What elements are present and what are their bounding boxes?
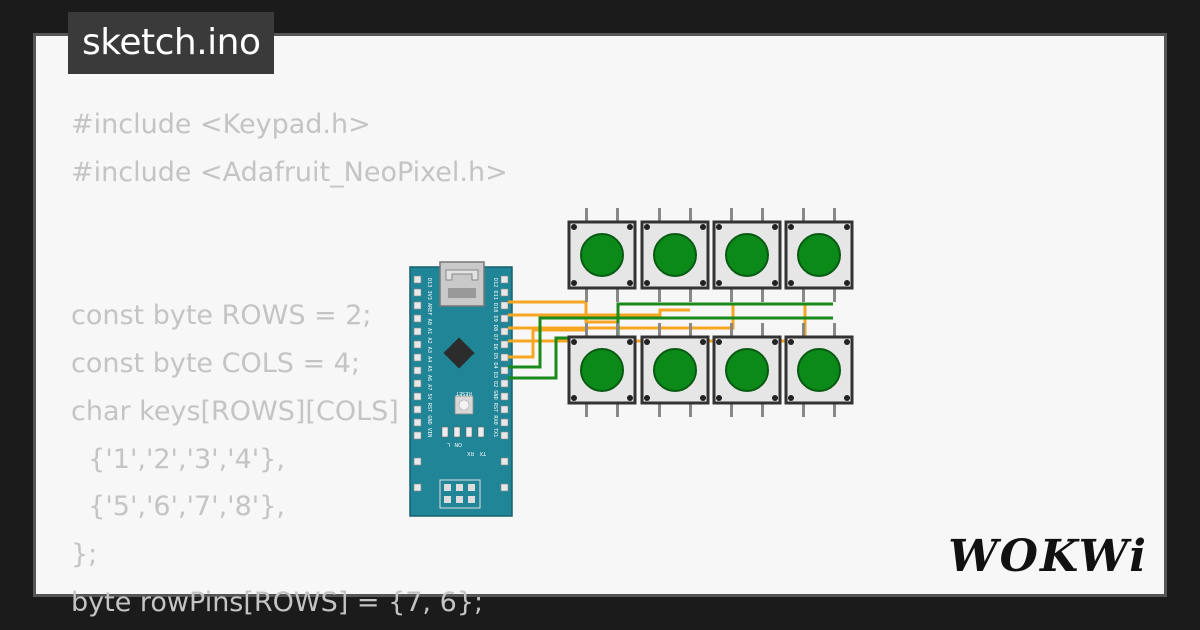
usb-detail [445, 269, 479, 281]
pushbutton-5[interactable] [567, 323, 637, 417]
on-label: ON [454, 441, 462, 447]
status-leds [441, 426, 485, 438]
pushbutton-6[interactable] [640, 323, 710, 417]
tx-label: TX [479, 450, 487, 456]
pushbutton-4[interactable] [784, 208, 854, 302]
wokwi-logo: WOKWi [948, 531, 1148, 582]
code-preview: #include <Keypad.h> #include <Adafruit_N… [71, 101, 508, 627]
icsp-header [439, 479, 481, 509]
pushbutton-7[interactable] [712, 323, 782, 417]
board-pcb [409, 266, 513, 517]
pushbutton-2[interactable] [640, 208, 710, 302]
pushbutton-1[interactable] [567, 208, 637, 302]
reset-label: RESET [455, 390, 472, 396]
code-line: }; [71, 539, 98, 571]
pushbutton-3[interactable] [712, 208, 782, 302]
code-line: byte rowPins[ROWS] = {7, 6}; [71, 586, 484, 618]
code-line: {'1','2','3','4'}, [71, 443, 285, 475]
usb-port [448, 288, 476, 298]
usb-connector [439, 261, 485, 307]
code-line: #include <Adafruit_NeoPixel.h> [71, 156, 508, 188]
wire-row-1[interactable] [508, 316, 833, 369]
code-line: const byte ROWS = 2; [71, 300, 372, 332]
right-pin-labels: D12 D11 D10 D9 D8 D7 D6 D5 D4 D3 D2 GND … [492, 278, 498, 437]
rx-label: RX [467, 450, 474, 456]
preview-card: #include <Keypad.h> #include <Adafruit_N… [33, 33, 1167, 618]
code-line: {'5','6','7','8'}, [71, 491, 285, 523]
code-line: const byte COLS = 4; [71, 347, 360, 379]
left-pin-labels: D13 3V3 AREF A0 A1 A2 A3 A4 A5 A6 A7 5V … [426, 278, 432, 437]
reset-button-cap[interactable] [458, 399, 470, 411]
keypad-buttons [567, 208, 854, 417]
pushbutton-8[interactable] [784, 323, 854, 417]
wire-col-1[interactable] [508, 300, 617, 324]
l-label: L [447, 441, 450, 447]
microcontroller-chip [443, 337, 475, 369]
right-pin-header [500, 275, 509, 492]
file-tab[interactable]: sketch.ino [68, 12, 275, 74]
left-pin-header [413, 275, 422, 492]
wire-col-1-bottom[interactable] [508, 328, 588, 359]
code-line: #include <Keypad.h> [71, 109, 371, 140]
wire-col-2[interactable] [508, 308, 690, 317]
arduino-nano-board[interactable]: D13 3V3 AREF A0 A1 A2 A3 A4 A5 A6 A7 5V … [409, 261, 513, 517]
